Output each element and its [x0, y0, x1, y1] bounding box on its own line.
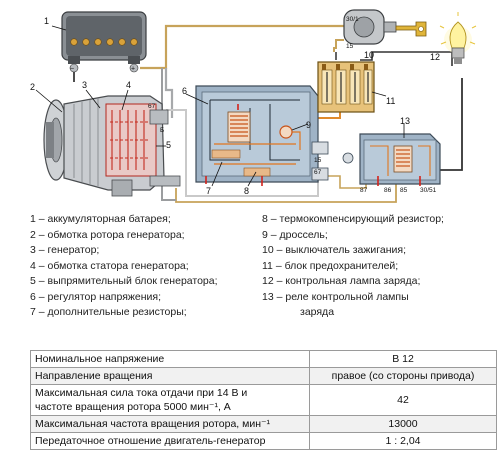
legend-item: 6 – регулятор напряжения;	[30, 290, 162, 303]
legend-item: 10 – выключатель зажигания;	[262, 244, 406, 256]
legend-item: 11 – блок предохранителей;	[262, 259, 399, 272]
callout-3: 3	[82, 80, 87, 90]
spec-param: Передаточное отношение двигатель-генерат…	[30, 432, 310, 450]
spec-value: В 12	[309, 350, 497, 368]
spec-param: Максимальная сила тока отдачи при 14 В и	[35, 387, 248, 399]
legend-item: 9 – дроссель;	[262, 228, 328, 241]
callout-12: 12	[430, 52, 440, 62]
pin-reg-67: 67	[314, 169, 322, 176]
legend-item: 12 – контрольная лампа заряда;	[262, 275, 421, 287]
callout-9: 9	[306, 120, 311, 130]
callout-4: 4	[126, 80, 131, 90]
callout-8: 8	[244, 186, 249, 196]
callout-13: 13	[400, 116, 410, 126]
table-row: Максимальная сила тока отдачи при 14 В и…	[30, 384, 497, 416]
callout-1: 1	[44, 16, 49, 26]
spec-value: 13000	[309, 415, 497, 433]
fuse-block	[317, 61, 375, 113]
spec-param-cont: частоте вращения ротора 5000 мин⁻¹, А	[35, 401, 231, 413]
table-row: Максимальная частота вращения ротора, ми…	[30, 415, 497, 433]
legend-item: 2 – обмотка ротора генератора;	[30, 228, 185, 241]
legend-item: 3 – генератор;	[30, 244, 100, 256]
pin-rel-87: 87	[360, 187, 368, 194]
pin-rel-86: 86	[384, 187, 392, 194]
pin-ign-15: 15	[346, 43, 354, 50]
legend-item: 5 – выпрямительный блок генератора;	[30, 275, 218, 287]
callout-2: 2	[30, 82, 35, 92]
legend-item: заряда	[300, 306, 335, 318]
svg-text:+: +	[131, 66, 135, 73]
table-row: Передаточное отношение двигатель-генерат…	[30, 432, 497, 450]
pin-reg-15: 15	[314, 157, 322, 164]
legend-item: 7 – дополнительные резисторы;	[30, 306, 187, 318]
pin-ign-301: 30/1	[346, 16, 359, 23]
pin-gen-b: Б	[160, 127, 164, 134]
spec-param: Номинальное напряжение	[30, 350, 310, 368]
charge-lamp-relay: 87 86 85 30/51	[342, 133, 441, 194]
spec-param: Направление вращения	[30, 367, 310, 385]
pin-rel-3051: 30/51	[420, 187, 437, 194]
svg-text:−: −	[70, 66, 74, 73]
callout-7: 7	[206, 186, 211, 196]
ignition-switch: 30/1 15	[343, 9, 427, 50]
spec-param-cell: Максимальная сила тока отдачи при 14 В и…	[30, 384, 310, 416]
pin-gen-67: 67	[148, 103, 156, 110]
generator: 67 Б	[43, 95, 181, 197]
pin-rel-85: 85	[400, 187, 408, 194]
table-row: Номинальное напряжение В 12	[30, 350, 497, 368]
legend-item: 4 – обмотка статора генератора;	[30, 259, 189, 272]
spec-value: 42	[309, 384, 497, 416]
spec-value: правое (со стороны привода)	[309, 367, 497, 385]
legend-item: 8 – термокомпенсирующий резистор;	[262, 213, 444, 225]
callout-5: 5	[166, 140, 171, 150]
legend-left-column: 1 – аккумуляторная батарея; 2 – обмотка …	[30, 212, 218, 321]
legend-item: 1 – аккумуляторная батарея;	[30, 213, 171, 225]
callout-leaders	[35, 25, 405, 187]
legend-right-column: 8 – термокомпенсирующий резистор; 9 – др…	[262, 212, 444, 321]
callout-10: 10	[364, 50, 374, 60]
table-row: Направление вращения правое (со стороны …	[30, 367, 497, 385]
specs-table: Номинальное напряжение В 12 Направление …	[30, 350, 497, 450]
legend-item: 13 – реле контрольной лампы	[262, 290, 409, 303]
spec-value: 1 : 2,04	[309, 432, 497, 450]
voltage-regulator: 15 67	[195, 85, 329, 186]
callout-11: 11	[386, 96, 395, 106]
spec-param: Максимальная частота вращения ротора, ми…	[30, 415, 310, 433]
callout-6: 6	[182, 86, 187, 96]
battery: − +	[61, 11, 147, 73]
control-lamp	[439, 12, 477, 64]
wiring-diagram: − +	[30, 9, 477, 203]
